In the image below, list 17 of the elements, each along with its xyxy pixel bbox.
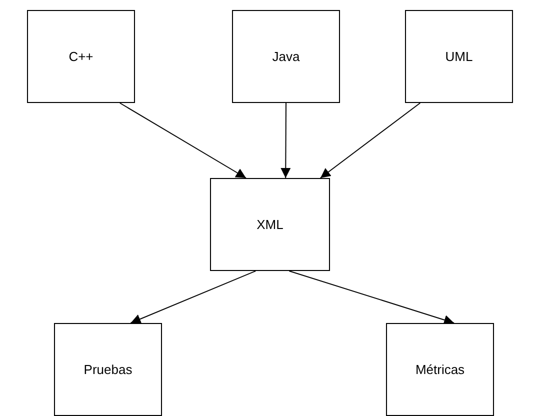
process-box: [232, 10, 340, 103]
process-box: [54, 323, 162, 416]
arrow: [288, 270, 455, 325]
box-label: C++: [68, 49, 94, 64]
box-label: XML: [256, 217, 284, 232]
box-label: Métricas: [415, 362, 465, 377]
arrow: [119, 102, 246, 178]
arrow: [280, 102, 291, 178]
box-label: UML: [445, 49, 473, 64]
process-box: [405, 10, 513, 103]
process-box: [210, 178, 330, 271]
arrow: [130, 270, 256, 324]
process-box: [27, 10, 135, 103]
box-label: Java: [272, 49, 300, 64]
arrow: [320, 102, 421, 178]
process-box: [386, 323, 494, 416]
box-label: Pruebas: [84, 362, 132, 377]
